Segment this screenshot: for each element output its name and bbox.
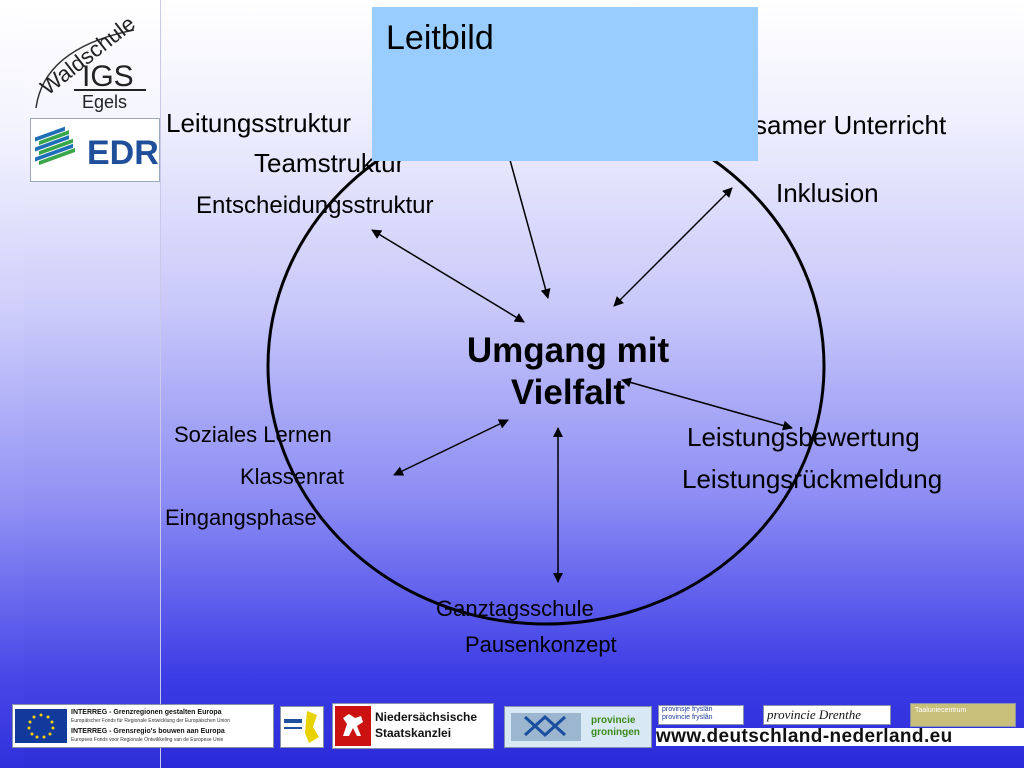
label-ganztagsschule: Ganztagsschule [436,596,594,621]
label-eingangsphase: Eingangsphase [165,505,317,530]
groningen-crest-icon [511,713,581,741]
groningen-line-2: groningen [591,727,640,738]
center-line-1: Umgang mit [466,331,670,370]
edr-logo: EDR [30,118,160,182]
label-leistungsrueckmeldung: Leistungsrückmeldung [682,464,943,494]
groningen-logo: provincie groningen [504,706,652,748]
arrow-leitbild [509,159,551,299]
leitbild-box: Leitbild [372,7,758,161]
label-leistungsbewertung: Leistungsbewertung [687,422,920,452]
taalunie-logo: Taaluniecentrum [910,703,1016,727]
fryslan-line-2: provincie fryslân [662,714,713,721]
eu-flag-icon [15,709,67,743]
label-pausenkonzept: Pausenkonzept [465,632,617,657]
school-abbr-text: IGS [82,60,134,93]
interreg-line-2: INTERREG - Grensregio's bouwen aan Europ… [71,728,225,735]
drenthe-text: provincie Drenthe [767,707,861,722]
groningen-line-1: provincie [591,715,636,726]
arrow-soziales-lernen [393,419,509,476]
label-entscheidungsstruktur: Entscheidungsstruktur [196,192,434,219]
nds-line-1: Niedersächsische [375,710,478,724]
website-url: www.deutschland-nederland.eu [656,728,1024,746]
fryslan-line-1: provinsje fryslân [662,706,713,713]
label-soziales-lernen: Soziales Lernen [174,422,332,447]
edr-stripes-icon: EDR [35,126,159,172]
arrow-leistungsbewertung [621,377,793,431]
interreg-line-1: INTERREG - Grenzregionen gestalten Europ… [71,709,222,716]
interreg-small-logo [280,706,324,748]
center-line-2: Vielfalt [510,373,626,412]
interreg-logo: INTERREG - Grenzregionen gestalten Europ… [12,704,274,748]
center-topic: Umgang mit Vielfalt [418,330,718,414]
arrow-entscheidungsstruktur [371,229,525,323]
interreg-sub-1: Europäischer Fonds für Regionale Entwick… [71,718,230,724]
edr-text: EDR [87,134,159,172]
label-inklusion: Inklusion [776,178,879,208]
sidebar: Waldschule IGS Egels EDR [0,0,161,768]
igs-logo: Waldschule IGS Egels [35,11,146,112]
interreg-map-icon [281,707,323,747]
interreg-sub-2: Europees Fonds voor Regionale Ontwikkeli… [71,737,224,743]
fryslan-logo: provinsje fryslân provincie fryslân [658,705,744,725]
school-place-text: Egels [82,92,127,112]
niedersachsen-logo: Niedersächsische Staatskanzlei [332,703,494,749]
leitbild-title: Leitbild [386,19,494,57]
nds-line-2: Staatskanzlei [375,726,452,740]
arrow-inklusion [613,187,733,307]
horse-crest-icon [335,706,371,746]
taalunie-text: Taaluniecentrum [915,707,967,714]
label-leitungsstruktur: Leitungsstruktur [166,108,351,138]
drenthe-logo: provincie Drenthe [763,705,891,725]
label-klassenrat: Klassenrat [240,464,344,489]
